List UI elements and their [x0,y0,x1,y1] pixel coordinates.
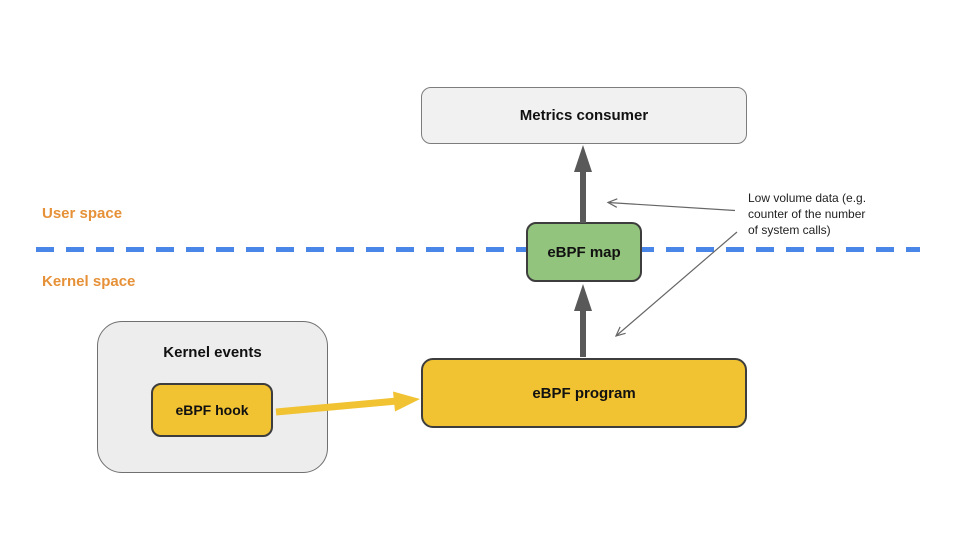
space-boundary-line [36,247,920,252]
map-to-consumer-arrow [574,145,592,223]
annotation-line-1: Low volume data (e.g. [748,191,867,205]
ebpf-hook-label: eBPF hook [175,402,249,418]
metrics-consumer-label: Metrics consumer [519,107,649,124]
kernel-events-label: Kernel events [163,344,262,361]
annotation-text: Low volume data (e.g. counter of the num… [748,190,866,238]
kernel-space-label: Kernel space [42,273,136,290]
annotation-arrow-upper [606,198,736,212]
ebpf-program-label: eBPF program [532,384,636,402]
kernel-events-box: Kernel events [97,321,328,473]
program-to-map-arrow [574,284,592,357]
annotation-line-2: counter of the number [748,207,866,221]
metrics-consumer-box: Metrics consumer [421,87,747,144]
annotation-line-3: of system calls) [748,223,831,237]
ebpf-map-box: eBPF map [526,222,642,282]
ebpf-map-label: eBPF map [547,243,621,261]
ebpf-hook-box: eBPF hook [151,383,273,437]
ebpf-program-box: eBPF program [421,358,747,428]
user-space-label: User space [42,205,123,222]
